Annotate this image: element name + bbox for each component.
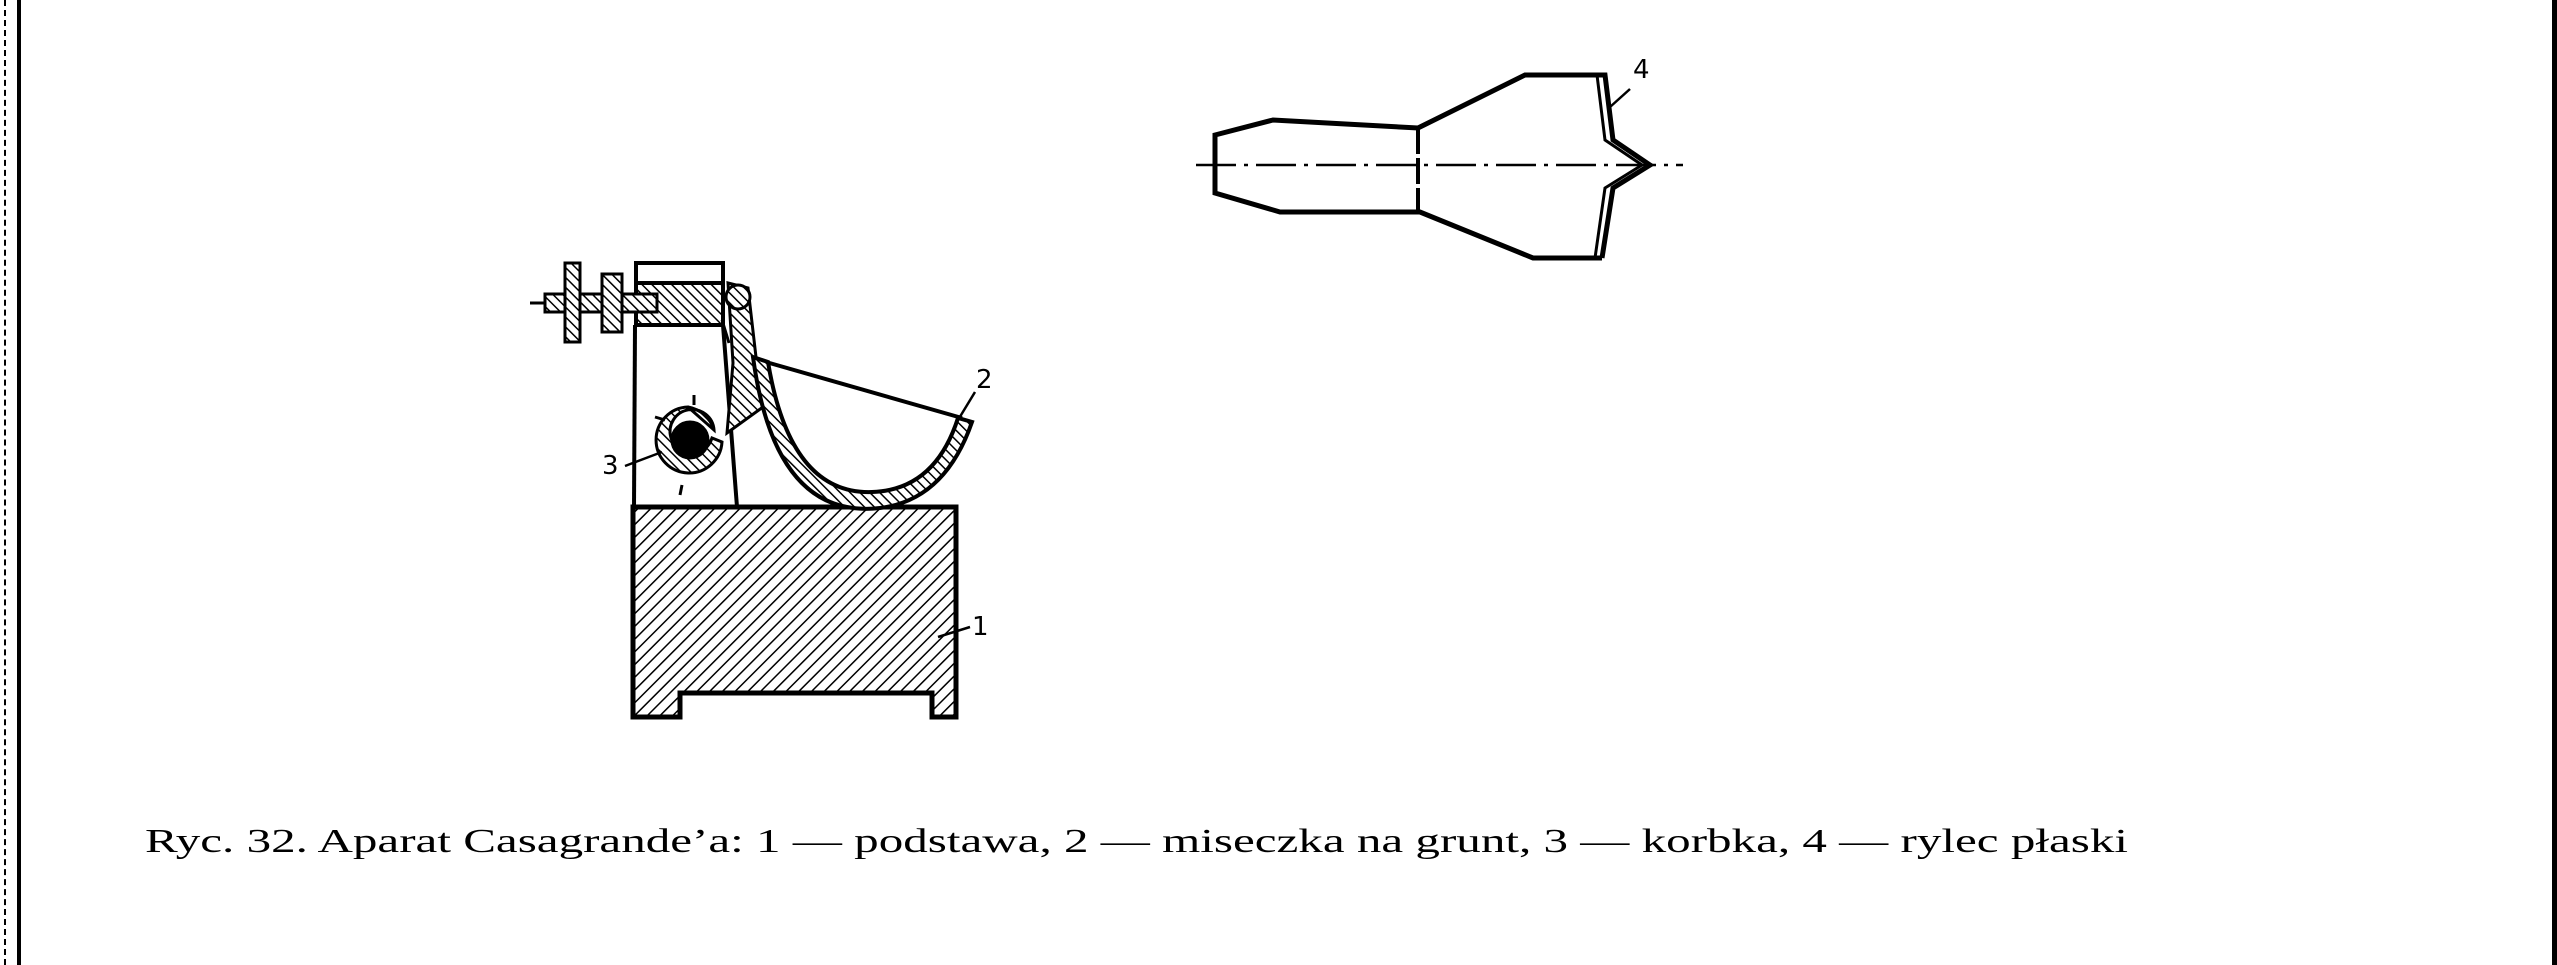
- cup-arm: [720, 281, 769, 437]
- cup-miseczka: [750, 354, 975, 511]
- figure-caption: Ryc. 32. Aparat Casagrande’a: 1 — podsta…: [145, 823, 2128, 860]
- page-edge-left-line: [17, 0, 21, 965]
- adjustment-screw: [530, 261, 659, 344]
- label-2: 2: [976, 365, 993, 395]
- page-edge-dotted-line: [4, 0, 6, 965]
- label-4: 4: [1633, 55, 1650, 85]
- label-1: 1: [972, 612, 989, 642]
- label-3: 3: [602, 451, 619, 481]
- page-edge-right-line: [2552, 0, 2557, 965]
- base-podstawa: [630, 504, 959, 720]
- groover-rylec: [1196, 72, 1683, 261]
- label-leaders: [624, 88, 1631, 639]
- crank-korbka: [654, 395, 724, 496]
- frame: [632, 261, 739, 508]
